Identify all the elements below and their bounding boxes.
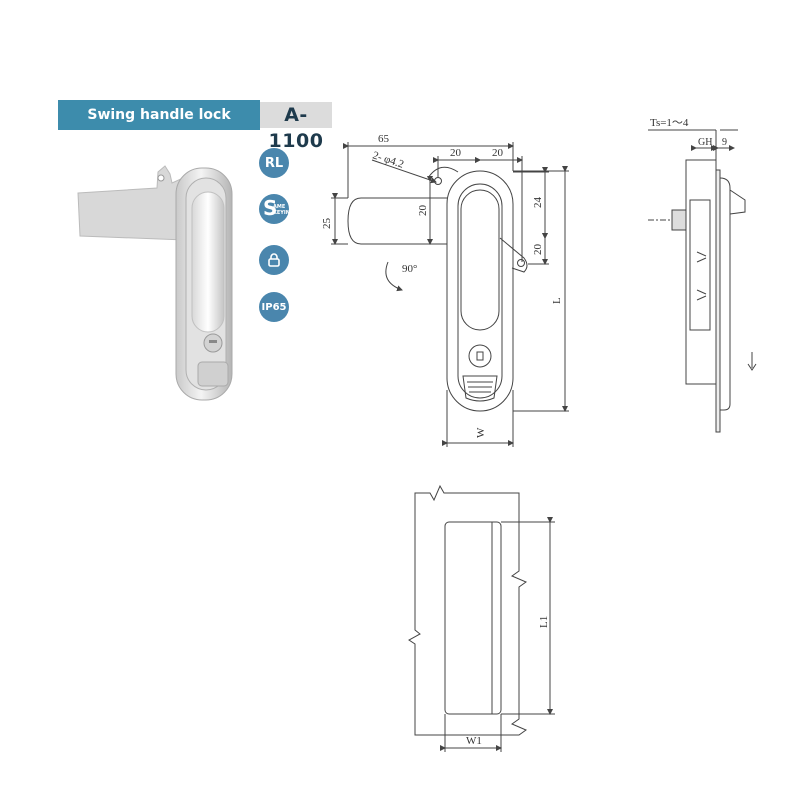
side-view-labels: Ts=1～4 GH 9 [650, 117, 727, 148]
product-name: Swing handle lock [87, 107, 231, 123]
padlock-icon [259, 245, 289, 275]
thickness-label: Ts=1～4 [650, 117, 689, 129]
dim-top-a: 20 [450, 147, 462, 159]
same-keying-letter: S [263, 196, 278, 220]
cutout-length-label: L1 [538, 616, 550, 628]
rotation-label: 90° [402, 263, 417, 275]
length-label: L [551, 297, 563, 304]
dim-left-height: 25 [321, 218, 333, 230]
rl-badge-icon: RL [259, 148, 289, 178]
gh-value: 9 [722, 137, 727, 148]
model-number: A-1100 [260, 102, 332, 152]
dim-right-lower: 20 [532, 244, 544, 256]
side-view [648, 129, 757, 433]
hole-note: 2- φ4.2 [371, 149, 405, 170]
dim-top-b: 20 [492, 147, 504, 159]
ip65-icon: IP65 [259, 292, 289, 322]
front-view-labels: 65 20 20 2- φ4.2 25 20 24 20 L W 90° [321, 133, 563, 438]
gh-label: GH [698, 137, 712, 148]
same-keying-icon: S AME KEYING [259, 194, 294, 224]
front-view [331, 142, 569, 447]
title-banner [58, 100, 260, 130]
product-photo [77, 165, 233, 401]
padlock-glyph [268, 253, 280, 267]
same-keying-text: AME KEYING [273, 204, 295, 216]
cutout-width-label: W1 [466, 735, 482, 747]
dim-right-upper: 24 [532, 197, 544, 209]
dim-left-inner: 20 [417, 205, 429, 217]
cutout-view [408, 484, 555, 752]
dim-overall: 65 [378, 133, 390, 145]
width-label: W [475, 427, 487, 438]
cutout-view-labels: L1 W1 [466, 616, 550, 747]
